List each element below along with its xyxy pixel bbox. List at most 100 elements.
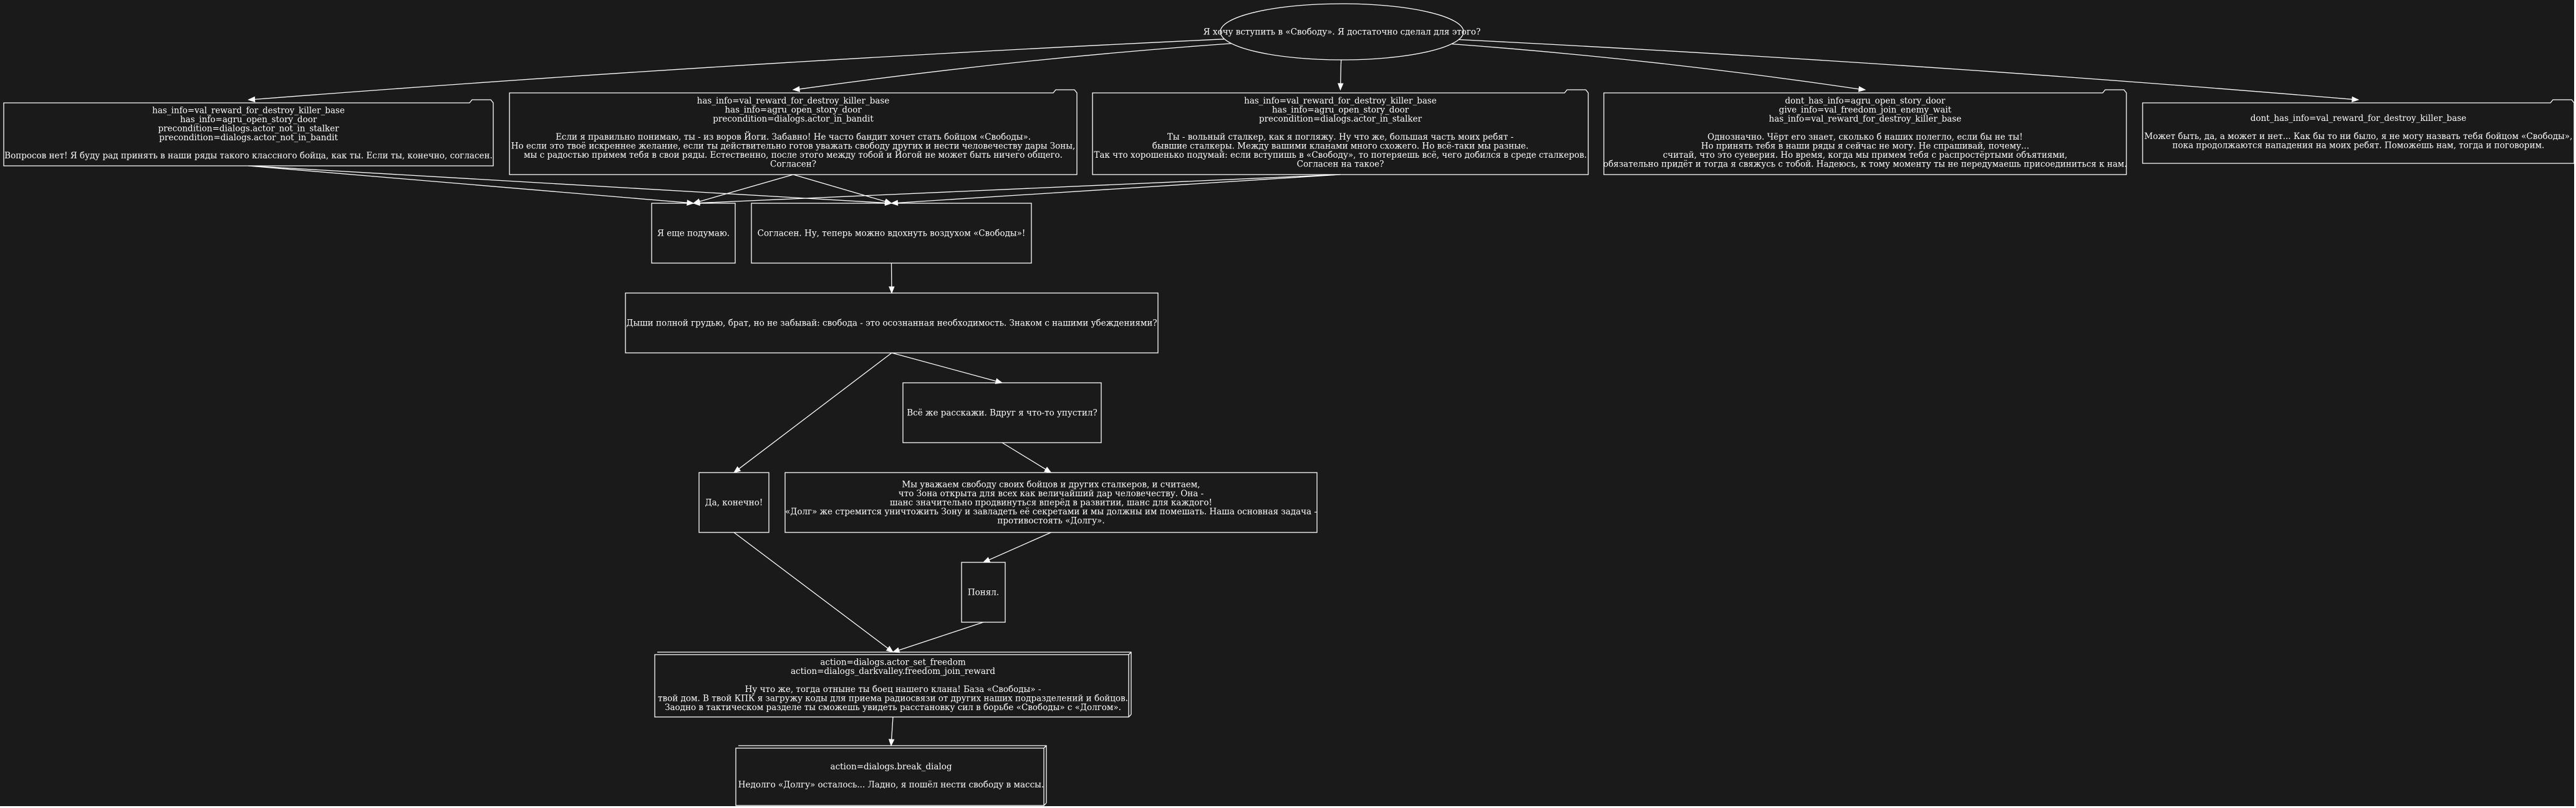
arrowhead-start-to-n5 xyxy=(2352,96,2360,103)
node-n1: has_info=val_reward_for_destroy_killer_b… xyxy=(3,99,494,166)
edge-yes-to-join xyxy=(733,532,889,649)
arrowhead-start-to-n1 xyxy=(248,96,256,103)
node-yes-text: Да, конечно! xyxy=(705,498,763,508)
node-n1-line: has_info=agru_open_story_door xyxy=(180,115,317,125)
edge-start-to-n2 xyxy=(799,43,1232,90)
node-tell-box xyxy=(902,382,1102,443)
node-n3-line: Ты - вольный сталкер, как я погляжу. Ну … xyxy=(1167,132,1513,142)
node-n3-line: бывшие сталкеры. Между вашими кланами мн… xyxy=(1152,141,1528,151)
edge-breathe-to-tell xyxy=(891,352,996,382)
node-breathe: Дыши полной грудью, брат, но не забывай:… xyxy=(625,292,1159,354)
node-agree-line: Согласен. Ну, теперь можно вдохнуть возд… xyxy=(758,229,1026,239)
node-join-line: Заодно в тактическом разделе ты сможешь … xyxy=(665,703,1121,713)
node-respect-line: Мы уважаем свободу своих бойцов и других… xyxy=(902,480,1200,490)
edge-start-to-n1 xyxy=(254,39,1225,100)
node-n1-line: has_info=val_reward_for_destroy_killer_b… xyxy=(152,105,345,115)
node-start-line: Я хочу вступить в «Свободу». Я достаточн… xyxy=(1204,27,1481,37)
node-n1-line: precondition=dialogs.actor_not_in_bandit xyxy=(159,133,338,143)
node-n5-line: dont_has_info=val_reward_for_destroy_kil… xyxy=(2250,113,2466,123)
node-n2-line: мы с радостью примем тебя в свои ряды. Е… xyxy=(524,150,1063,160)
node-respect-line: противостоять «Долгу». xyxy=(997,516,1104,526)
node-respect-text: Мы уважаем свободу своих бойцов и других… xyxy=(785,480,1317,526)
node-respect-box xyxy=(784,472,1318,533)
edge-n3-to-think xyxy=(699,174,1341,204)
node-tell-line: Всё же расскажи. Вдруг я что-то упустил? xyxy=(907,408,1097,418)
arrowhead-start-to-n2 xyxy=(792,86,800,92)
node-breathe-text: Дыши полной грудью, брат, но не забывай:… xyxy=(626,319,1157,329)
node-respect: Мы уважаем свободу своих бойцов и других… xyxy=(784,472,1318,533)
node-breathe-line: Дыши полной грудью, брат, но не забывай:… xyxy=(626,319,1157,329)
node-n5-text: dont_has_info=val_reward_for_destroy_kil… xyxy=(2144,113,2573,151)
node-start-text: Я хочу вступить в «Свободу». Я достаточн… xyxy=(1204,27,1481,37)
node-n1-text: has_info=val_reward_for_destroy_killer_b… xyxy=(4,105,493,161)
arrowhead-start-to-n4 xyxy=(1858,86,1866,92)
node-n2-line: precondition=dialogs.actor_in_bandit xyxy=(713,114,874,124)
edge-tell-to-respect xyxy=(1001,442,1046,470)
node-n3-line: Так что хорошенько подумай: если вступиш… xyxy=(1094,150,1586,160)
node-tell: Всё же расскажи. Вдруг я что-то упустил? xyxy=(902,382,1102,443)
node-join-line: action=dialogs.actor_set_freedom xyxy=(820,657,965,667)
edge-start-to-n4 xyxy=(1451,43,1860,90)
arrowhead-breathe-to-yes xyxy=(733,466,741,473)
node-n3-text: has_info=val_reward_for_destroy_killer_b… xyxy=(1094,96,1586,170)
node-n2-text: has_info=val_reward_for_destroy_killer_b… xyxy=(511,96,1076,170)
node-tell-text: Всё же расскажи. Вдруг я что-то упустил? xyxy=(907,408,1097,418)
node-understood-box xyxy=(961,562,1006,623)
node-break-box3d-front xyxy=(735,748,1044,806)
node-think-box xyxy=(651,203,736,264)
arrowhead-start-to-n3 xyxy=(1338,83,1344,91)
node-start: Я хочу вступить в «Свободу». Я достаточн… xyxy=(1204,3,1481,60)
node-n5: dont_has_info=val_reward_for_destroy_kil… xyxy=(2142,99,2575,164)
node-n4-line: считай, что это суеверия. Но время, когд… xyxy=(1663,150,2068,160)
node-understood: Понял. xyxy=(961,562,1006,623)
arrowhead-agree-to-breathe xyxy=(889,286,895,294)
arrowhead-tell-to-respect xyxy=(1044,466,1052,473)
node-n4-tab-note xyxy=(1603,89,2127,175)
node-n5-line: пока продолжаются нападения на моих ребя… xyxy=(2173,140,2545,150)
edge-n1-to-think xyxy=(248,165,688,203)
node-n4-line: Но принять тебя в наши ряды я сейчас не … xyxy=(1701,141,2029,151)
edges-layer xyxy=(248,39,2360,747)
node-n4-line: Однозначно. Чёрт его знает, сколько б на… xyxy=(1707,132,2023,142)
node-n5-tab-note xyxy=(2142,99,2575,164)
node-n2-line: has_info=val_reward_for_destroy_killer_b… xyxy=(697,96,890,106)
node-break-line: action=dialogs.break_dialog xyxy=(831,762,952,772)
arrowhead-join-to-break xyxy=(888,739,895,747)
node-break-line: Недолго «Долгу» осталось... Ладно, я пош… xyxy=(738,780,1044,790)
node-n2-line: has_info=agru_open_story_door xyxy=(725,105,862,115)
node-n3-tab-note xyxy=(1092,89,1589,175)
node-join-box3d-front xyxy=(654,654,1129,718)
node-breathe-box xyxy=(625,292,1159,354)
node-n3-line: precondition=dialogs.actor_in_stalker xyxy=(1259,114,1422,124)
node-agree: Согласен. Ну, теперь можно вдохнуть возд… xyxy=(751,203,1032,264)
edge-start-to-n5 xyxy=(1459,39,2353,100)
node-respect-line: что Зона открыта для всех как величайший… xyxy=(899,489,1204,499)
node-yes-box xyxy=(698,472,769,533)
arrowhead-respect-to-understood xyxy=(982,557,991,563)
node-yes-line: Да, конечно! xyxy=(705,498,763,508)
arrowhead-n1-to-think xyxy=(687,200,695,206)
edge-n2-to-think xyxy=(699,174,794,202)
node-n1-line: Вопросов нет! Я буду рад принять в наши … xyxy=(4,151,493,161)
node-agree-box xyxy=(751,203,1032,264)
node-n4-line: give_info=val_freedom_join_enemy_wait xyxy=(1779,105,1952,115)
node-n2-line: Если я правильно понимаю, ты - из воров … xyxy=(556,132,1031,142)
arrowhead-yes-to-join xyxy=(885,645,894,653)
node-n4-line: dont_has_info=agru_open_story_door xyxy=(1785,96,1946,106)
node-n2-line: Согласен? xyxy=(770,159,816,169)
node-respect-line: шанс значительно продвинуться вперёд в р… xyxy=(890,498,1212,508)
node-n2: has_info=val_reward_for_destroy_killer_b… xyxy=(509,89,1078,175)
node-think-text: Я еще подумаю. xyxy=(657,229,730,239)
node-n2-tab-note xyxy=(509,89,1078,175)
node-n3-line: has_info=agru_open_story_door xyxy=(1272,105,1409,115)
node-n1-line: precondition=dialogs.actor_not_in_stalke… xyxy=(158,123,339,133)
edge-breathe-to-yes xyxy=(738,352,892,469)
node-join-line: Ну что же, тогда отныне ты боец нашего к… xyxy=(745,685,1041,695)
